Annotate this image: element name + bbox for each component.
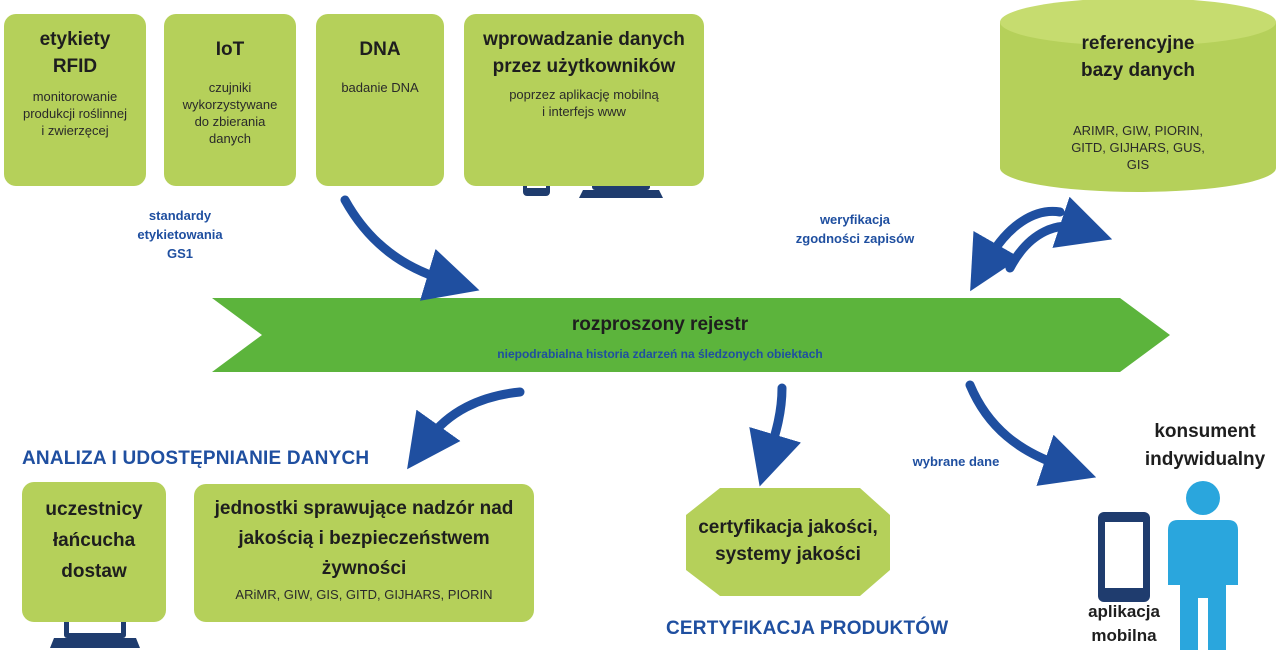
arrow-from-database-to-registry bbox=[970, 206, 1065, 292]
reference-db-title-line-2: bazy danych bbox=[1080, 60, 1196, 81]
supervision-line-3: żywności bbox=[321, 558, 407, 579]
mobile-app-label-line-2: mobilna bbox=[1091, 626, 1157, 645]
supervision-desc: ARiMR, GIW, GIS, GITD, GIJHARS, PIORIN bbox=[235, 587, 493, 602]
consumer-title: konsument indywidualny bbox=[1130, 418, 1280, 474]
iot-desc-line-2: wykorzystywane bbox=[182, 97, 278, 112]
certification-title: certyfikacja jakości, systemy jakości bbox=[686, 514, 890, 568]
certification-octagon bbox=[686, 488, 890, 596]
participants-line-3: dostaw bbox=[61, 561, 127, 582]
analysis-caption: ANALIZA I UDOSTĘPNIANIE DANYCH bbox=[22, 448, 370, 469]
verification-label-line-2: zgodności zapisów bbox=[795, 231, 915, 246]
rfid-desc-line-3: i zwierzęcej bbox=[41, 123, 109, 138]
participants-line-1: uczestnicy bbox=[45, 499, 143, 520]
certification-title-line-1: certyfikacja jakości, bbox=[698, 517, 878, 538]
consumer-smartphone-icon bbox=[1098, 512, 1150, 602]
user-input-box: wprowadzanie danych przez użytkowników p… bbox=[464, 14, 704, 186]
dna-title: DNA bbox=[359, 39, 401, 60]
iot-desc-line-1: czujniki bbox=[208, 80, 252, 95]
gs1-label: standardy etykietowania GS1 bbox=[120, 206, 240, 263]
rfid-desc-line-2: produkcji roślinnej bbox=[22, 106, 128, 121]
rfid-title-line-2: RFID bbox=[52, 56, 98, 77]
user-input-title-line-2: przez użytkowników bbox=[492, 56, 676, 77]
reference-db-desc-line-2: GITD, GIJHARS, GUS, bbox=[1071, 140, 1205, 155]
reference-db-desc-line-1: ARIMR, GIW, PIORIN, bbox=[1072, 123, 1203, 138]
rfid-desc-line-1: monitorowanie bbox=[32, 89, 118, 104]
mobile-app-label-line-1: aplikacja bbox=[1088, 602, 1160, 621]
iot-desc-line-4: danych bbox=[209, 131, 251, 146]
gs1-label-line-2: etykietowania bbox=[137, 227, 223, 242]
registry-subtitle: niepodrabialna historia zdarzeń na śledz… bbox=[497, 347, 823, 361]
iot-desc-line-3: do zbierania bbox=[194, 114, 266, 129]
certification-title-line-2: systemy jakości bbox=[715, 544, 861, 565]
gs1-label-line-1: standardy bbox=[148, 208, 212, 223]
dna-box: DNA badanie DNA bbox=[316, 14, 444, 186]
iot-box: IoT czujniki wykorzystywane do zbierania… bbox=[164, 14, 296, 186]
rfid-box: etykiety RFID monitorowanie produkcji ro… bbox=[4, 14, 146, 186]
user-input-title-line-1: wprowadzanie danych bbox=[483, 29, 685, 50]
selected-data-label: wybrane dane bbox=[912, 454, 1000, 469]
mobile-app-label: aplikacja mobilna bbox=[1060, 600, 1188, 648]
certification-caption: CERTYFIKACJA PRODUKTÓW bbox=[666, 618, 949, 639]
reference-db-desc: ARIMR, GIW, PIORIN, GITD, GIJHARS, GUS, … bbox=[1000, 122, 1276, 173]
consumer-title-line-2: indywidualny bbox=[1144, 449, 1266, 470]
registry-title: rozproszony rejestr bbox=[571, 314, 749, 335]
reference-db-desc-line-3: GIS bbox=[1126, 157, 1150, 172]
consumer-title-line-1: konsument bbox=[1154, 421, 1256, 442]
user-input-desc-line-1: poprzez aplikację mobilną bbox=[509, 87, 659, 102]
supervision-line-1: jednostki sprawujące nadzór nad bbox=[214, 498, 514, 519]
gs1-label-line-3: GS1 bbox=[166, 246, 193, 261]
arrow-to-certification bbox=[749, 383, 802, 487]
database-cylinder-icon bbox=[1000, 0, 1276, 192]
iot-title: IoT bbox=[215, 39, 245, 60]
supervision-box: jednostki sprawujące nadzór nad jakością… bbox=[194, 484, 534, 622]
dna-desc: badanie DNA bbox=[341, 80, 419, 95]
reference-db-title-line-1: referencyjne bbox=[1081, 33, 1195, 54]
arrow-from-registry-to-database bbox=[1005, 196, 1113, 273]
reference-db-title: referencyjne bazy danych bbox=[1000, 30, 1276, 84]
verification-label-line-1: weryfikacja bbox=[819, 212, 891, 227]
person-icon bbox=[1168, 481, 1238, 650]
supervision-line-2: jakością i bezpieczeństwem bbox=[238, 528, 490, 549]
registry-banner bbox=[212, 298, 1170, 372]
rfid-title-line-1: etykiety bbox=[39, 29, 111, 50]
arrow-to-consumer bbox=[965, 380, 1097, 486]
participants-line-2: łańcucha bbox=[52, 530, 136, 551]
arrow-to-registry bbox=[340, 195, 480, 301]
participants-box: uczestnicy łańcucha dostaw bbox=[22, 482, 166, 622]
verification-label: weryfikacja zgodności zapisów bbox=[780, 210, 930, 248]
user-input-desc-line-2: i interfejs www bbox=[542, 104, 626, 119]
arrow-to-analysis bbox=[407, 387, 525, 470]
